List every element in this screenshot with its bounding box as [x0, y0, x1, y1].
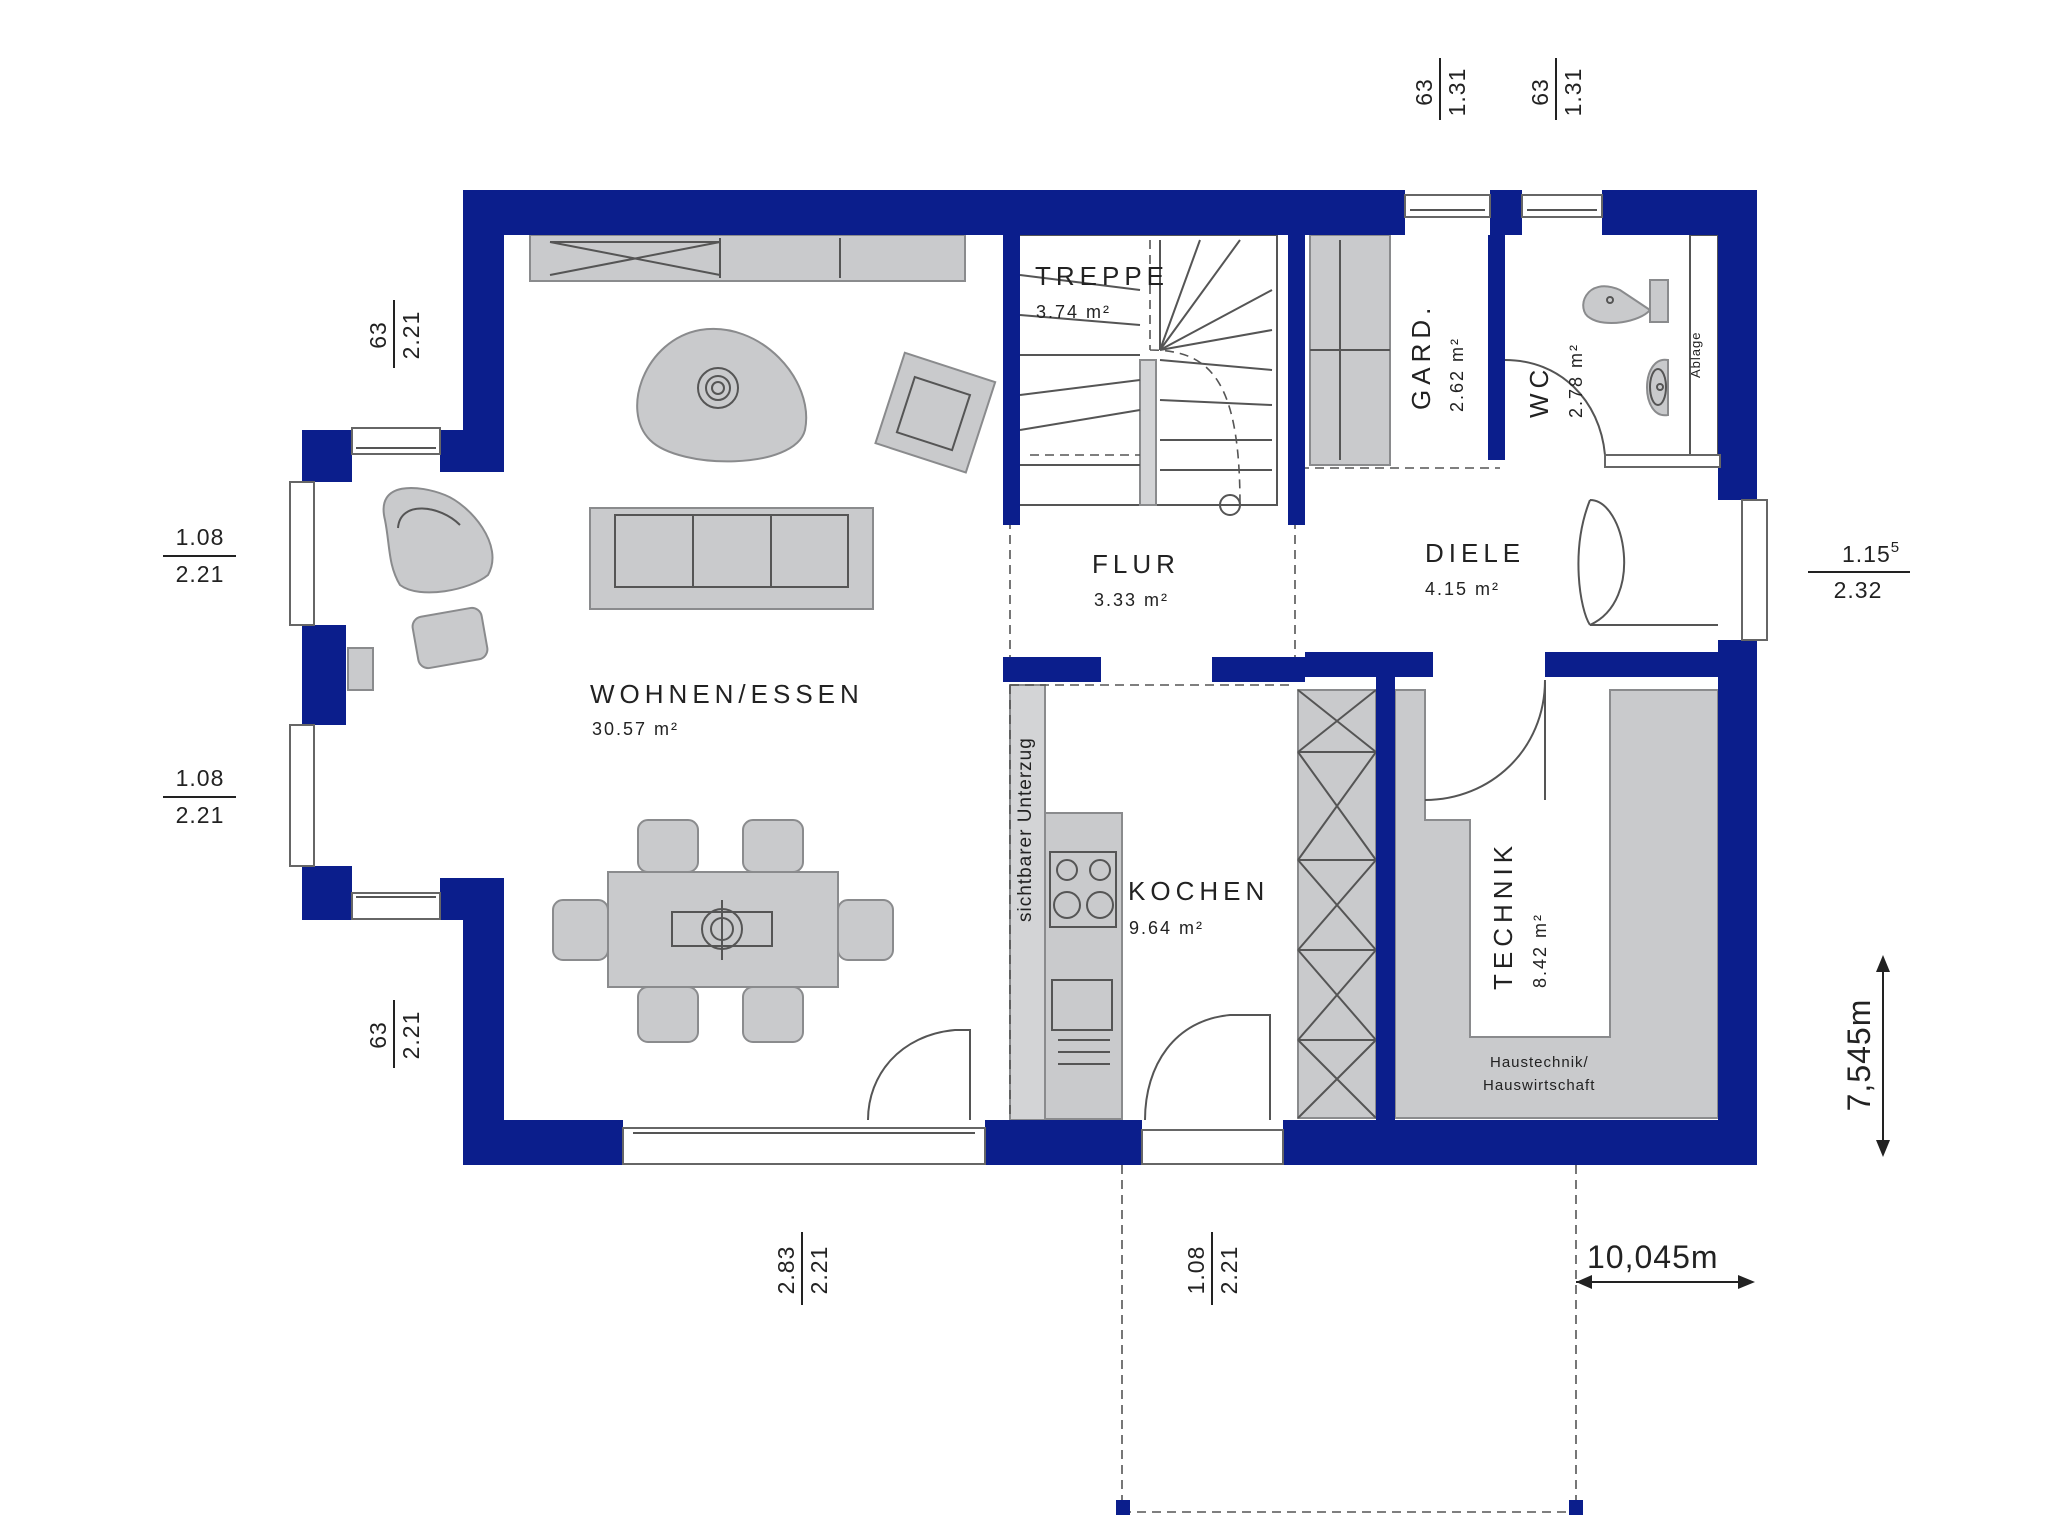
- total-depth-dimension: 7,545m: [1841, 955, 1890, 1157]
- svg-text:2.21: 2.21: [1216, 1246, 1242, 1295]
- svg-text:1.08: 1.08: [176, 765, 225, 791]
- svg-text:1.08: 1.08: [1183, 1246, 1209, 1295]
- note-unterzug: sichtbarer Unterzug: [1015, 737, 1036, 922]
- svg-text:2.21: 2.21: [398, 1011, 424, 1060]
- room-name-wohnen: WOHNEN/ESSEN: [590, 679, 864, 709]
- dining-table: [607, 871, 839, 988]
- svg-text:2.21: 2.21: [806, 1246, 832, 1295]
- doors: [867, 359, 1721, 1121]
- room-name-kochen: KOCHEN: [1128, 876, 1269, 906]
- dim-entrance: 1.155 2.32: [1808, 539, 1910, 603]
- room-name-gard: GARD.: [1406, 303, 1436, 410]
- svg-text:1.31: 1.31: [1560, 68, 1586, 117]
- dim-bay-upper: 1.08 2.21: [163, 524, 236, 587]
- room-area-wohnen: 30.57 m²: [592, 719, 679, 739]
- svg-text:2.21: 2.21: [398, 311, 424, 360]
- svg-text:1.08: 1.08: [176, 524, 225, 550]
- tall-cabinets: [1297, 689, 1377, 1119]
- lounge-chair: [382, 486, 494, 670]
- dim-top-wc: 63 1.31: [1527, 58, 1586, 120]
- dim-bottom-kitchen: 1.08 2.21: [1183, 1232, 1242, 1305]
- dim-bottom-terrace: 2.83 2.21: [773, 1232, 832, 1305]
- room-area-flur: 3.33 m²: [1094, 590, 1169, 610]
- exterior-walls: [302, 190, 1757, 1165]
- room-area-wc: 2.78 m²: [1566, 343, 1586, 418]
- svg-text:7,545m: 7,545m: [1841, 999, 1877, 1112]
- technik-area: [1394, 689, 1719, 1119]
- svg-text:63: 63: [365, 1021, 391, 1049]
- sideboard: [529, 234, 966, 282]
- dining-chairs: [552, 819, 894, 1043]
- sofa: [589, 507, 874, 610]
- total-width-dimension: 10,045m: [1576, 1239, 1755, 1289]
- note-haustechnik-1: Haustechnik/: [1490, 1054, 1589, 1071]
- svg-text:63: 63: [1411, 78, 1437, 106]
- interior-walls: [1003, 235, 1757, 1120]
- dim-left-bottom: 63 2.21: [365, 1000, 424, 1068]
- dim-left-top: 63 2.21: [365, 300, 424, 368]
- dim-top-gard: 63 1.31: [1411, 58, 1470, 120]
- svg-text:1.155: 1.155: [1842, 539, 1900, 567]
- post-right: [1569, 1500, 1583, 1515]
- coffee-table: [636, 327, 808, 463]
- room-name-diele: DIELE: [1425, 538, 1525, 568]
- dim-bay-lower: 1.08 2.21: [163, 765, 236, 828]
- armchair: [874, 351, 997, 474]
- room-name-flur: FLUR: [1092, 549, 1180, 579]
- room-name-treppe: TREPPE: [1035, 261, 1169, 291]
- room-area-gard: 2.62 m²: [1447, 337, 1467, 412]
- dashed-lines: [1009, 467, 1577, 1513]
- room-area-diele: 4.15 m²: [1425, 579, 1500, 599]
- washbasin: [1646, 358, 1669, 417]
- room-area-kochen: 9.64 m²: [1129, 918, 1204, 938]
- wardrobe: [1309, 234, 1391, 466]
- note-haustechnik-2: Hauswirtschaft: [1483, 1077, 1595, 1094]
- svg-text:2.83: 2.83: [773, 1246, 799, 1295]
- staircase: [1014, 234, 1278, 516]
- svg-text:2.21: 2.21: [176, 561, 225, 587]
- svg-text:10,045m: 10,045m: [1587, 1239, 1719, 1275]
- room-name-wc: WC: [1524, 365, 1554, 418]
- svg-text:1.31: 1.31: [1444, 68, 1470, 117]
- windows: [289, 194, 1768, 1165]
- room-name-technik: TECHNIK: [1488, 841, 1518, 990]
- room-area-technik: 8.42 m²: [1530, 913, 1550, 988]
- toilet: [1582, 279, 1669, 325]
- post-left: [1116, 1500, 1130, 1515]
- svg-text:63: 63: [1527, 78, 1553, 106]
- svg-text:2.21: 2.21: [176, 802, 225, 828]
- svg-text:63: 63: [365, 321, 391, 349]
- note-ablage: Ablage: [1688, 332, 1703, 378]
- side-table: [347, 647, 374, 691]
- kitchen-counter: [1044, 812, 1123, 1120]
- room-area-treppe: 3.74 m²: [1036, 302, 1111, 322]
- svg-text:2.32: 2.32: [1834, 577, 1883, 603]
